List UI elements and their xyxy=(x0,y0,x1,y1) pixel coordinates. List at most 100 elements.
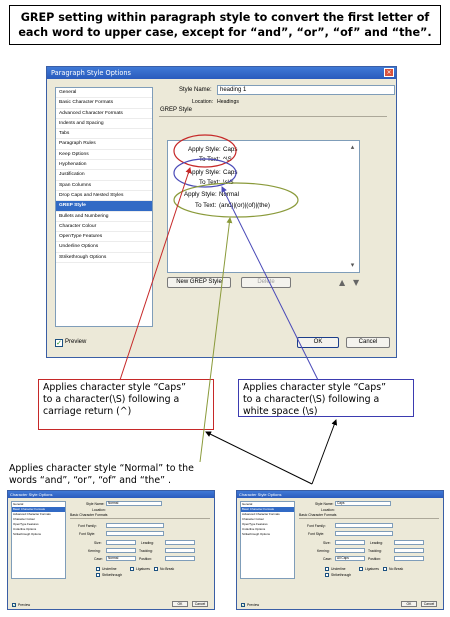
normal-style-note: Applies character style “Normal” to the … xyxy=(9,463,219,487)
preview-checkbox[interactable]: ✓ xyxy=(241,603,245,607)
sidebar-item[interactable]: Drop Caps and Nested Styles xyxy=(56,191,152,202)
section-divider xyxy=(299,518,439,519)
no-break-checkbox[interactable] xyxy=(154,567,158,571)
sidebar-item[interactable]: Advanced Character Formats xyxy=(56,109,152,119)
case-select[interactable]: All Caps xyxy=(335,556,365,561)
mini-sidebar-item[interactable]: Advanced Character Formats xyxy=(242,512,280,516)
mini-sidebar-item[interactable]: OpenType Features xyxy=(242,522,268,526)
sidebar-item[interactable]: Indents and Spacing xyxy=(56,119,152,130)
ok-button[interactable]: OK xyxy=(401,601,417,607)
kerning-select[interactable] xyxy=(106,548,136,553)
mini-sidebar-item[interactable]: General xyxy=(242,502,253,506)
grep-rule-1-text-value[interactable]: ^\S xyxy=(223,156,232,163)
mini-sidebar-item[interactable]: Advanced Character Formats xyxy=(13,512,51,516)
font-style-select[interactable] xyxy=(106,531,164,536)
delete-button[interactable]: Delete xyxy=(241,277,291,288)
size-label: Size: xyxy=(323,541,331,545)
ok-button[interactable]: OK xyxy=(172,601,188,607)
sidebar-item[interactable]: Hyphenation xyxy=(56,160,152,171)
sidebar-item[interactable]: General xyxy=(56,88,152,99)
grep-rule-3-apply-label: Apply Style: xyxy=(184,191,217,198)
ligatures-checkbox[interactable] xyxy=(359,567,363,571)
style-name-input[interactable]: heading 1 xyxy=(217,85,395,95)
size-select[interactable] xyxy=(335,540,365,545)
black-arrow-left xyxy=(205,431,313,485)
position-label: Position: xyxy=(139,557,153,561)
ligatures-label: Ligatures xyxy=(365,567,379,571)
font-style-label: Font Style: xyxy=(308,532,325,536)
font-style-select[interactable] xyxy=(335,531,393,536)
preview-checkbox[interactable]: ✓ xyxy=(55,339,63,347)
sidebar-item[interactable]: Basic Character Formats xyxy=(56,98,152,109)
position-select[interactable] xyxy=(394,556,424,561)
sidebar-item[interactable]: Underline Options xyxy=(56,242,152,253)
mini-sidebar-item-selected[interactable]: Basic Character Formats xyxy=(12,507,65,512)
leading-select[interactable] xyxy=(165,540,195,545)
style-name-input[interactable]: Normal xyxy=(106,501,162,506)
tracking-select[interactable] xyxy=(165,548,195,553)
sidebar-item[interactable]: Character Colour xyxy=(56,222,152,233)
mini-sidebar-item[interactable]: Character Colour xyxy=(13,517,36,521)
font-family-select[interactable] xyxy=(335,523,393,528)
sidebar-item[interactable]: Bullets and Numbering xyxy=(56,212,152,222)
cancel-button[interactable]: Cancel xyxy=(346,337,390,348)
no-break-checkbox[interactable] xyxy=(383,567,387,571)
cancel-button[interactable]: Cancel xyxy=(192,601,208,607)
sidebar-item[interactable]: Strikethrough Options xyxy=(56,253,152,264)
sidebar-item[interactable]: Tabs xyxy=(56,129,152,140)
green-arrow xyxy=(199,217,233,463)
mini-sidebar-item[interactable]: Underline Options xyxy=(242,527,266,531)
size-label: Size: xyxy=(94,541,102,545)
mini-sidebar-item[interactable]: Underline Options xyxy=(13,527,37,531)
purple-arrow xyxy=(221,186,319,381)
mini-sidebar-item-selected[interactable]: Basic Character Formats xyxy=(241,507,294,512)
size-select[interactable] xyxy=(106,540,136,545)
close-icon[interactable]: × xyxy=(384,68,394,77)
strikethrough-checkbox[interactable] xyxy=(325,573,329,577)
mini-dialog-title: Character Style Options xyxy=(8,491,214,498)
callout-line: Applies character style “Caps” xyxy=(43,382,186,393)
new-grep-style-button[interactable]: New GREP Style xyxy=(167,277,231,288)
strikethrough-checkbox[interactable] xyxy=(96,573,100,577)
grep-rule-3-apply-value[interactable]: Normal xyxy=(219,191,239,198)
position-select[interactable] xyxy=(165,556,195,561)
scroll-down-icon[interactable]: ▾ xyxy=(350,261,355,269)
tracking-label: Tracking: xyxy=(368,549,382,553)
underline-checkbox[interactable] xyxy=(96,567,100,571)
mini-sidebar-item[interactable]: OpenType Features xyxy=(13,522,39,526)
note-line: Applies character style “Normal” to the xyxy=(9,463,194,474)
mini-sidebar-item[interactable]: Character Colour xyxy=(242,517,265,521)
sidebar-item-grep-style[interactable]: GREP Style xyxy=(56,201,152,212)
caps-rule-1-highlight xyxy=(173,134,237,168)
sidebar-item[interactable]: Justification xyxy=(56,170,152,181)
grep-rule-3-text-value[interactable]: (and)|(or)|(of)|(the) xyxy=(219,202,270,209)
sidebar-item[interactable]: Paragraph Rules xyxy=(56,139,152,150)
underline-checkbox[interactable] xyxy=(325,567,329,571)
font-family-select[interactable] xyxy=(106,523,164,528)
mini-sidebar-item[interactable]: Strikethrough Options xyxy=(242,532,270,536)
font-style-label: Font Style: xyxy=(79,532,96,536)
cancel-button[interactable]: Cancel xyxy=(421,601,437,607)
grep-rule-2-apply-value[interactable]: Caps xyxy=(223,169,238,176)
section-title: GREP Style xyxy=(160,107,192,113)
callout-line: to a character(\S) following a xyxy=(43,394,180,405)
move-down-icon[interactable]: ▼ xyxy=(353,278,360,287)
mini-sidebar-item[interactable]: General xyxy=(13,502,24,506)
ligatures-checkbox[interactable] xyxy=(130,567,134,571)
case-select[interactable]: Normal xyxy=(106,556,136,561)
move-up-icon[interactable]: ▲ xyxy=(339,278,346,287)
scroll-up-icon[interactable]: ▴ xyxy=(350,143,355,151)
mini-sidebar-item[interactable]: Strikethrough Options xyxy=(13,532,41,536)
leading-select[interactable] xyxy=(394,540,424,545)
grep-rule-1-apply-value[interactable]: Caps xyxy=(223,146,238,153)
tracking-select[interactable] xyxy=(394,548,424,553)
style-name-input[interactable]: Caps xyxy=(335,501,391,506)
sidebar-item[interactable]: Keep Options xyxy=(56,150,152,161)
case-label: Case: xyxy=(323,557,332,561)
sidebar-item[interactable]: Span Columns xyxy=(56,181,152,191)
ok-button[interactable]: OK xyxy=(297,337,339,348)
grep-rule-2-apply-label: Apply Style: xyxy=(188,169,221,176)
preview-checkbox[interactable]: ✓ xyxy=(12,603,16,607)
sidebar-item[interactable]: OpenType Features xyxy=(56,232,152,243)
kerning-select[interactable] xyxy=(335,548,365,553)
